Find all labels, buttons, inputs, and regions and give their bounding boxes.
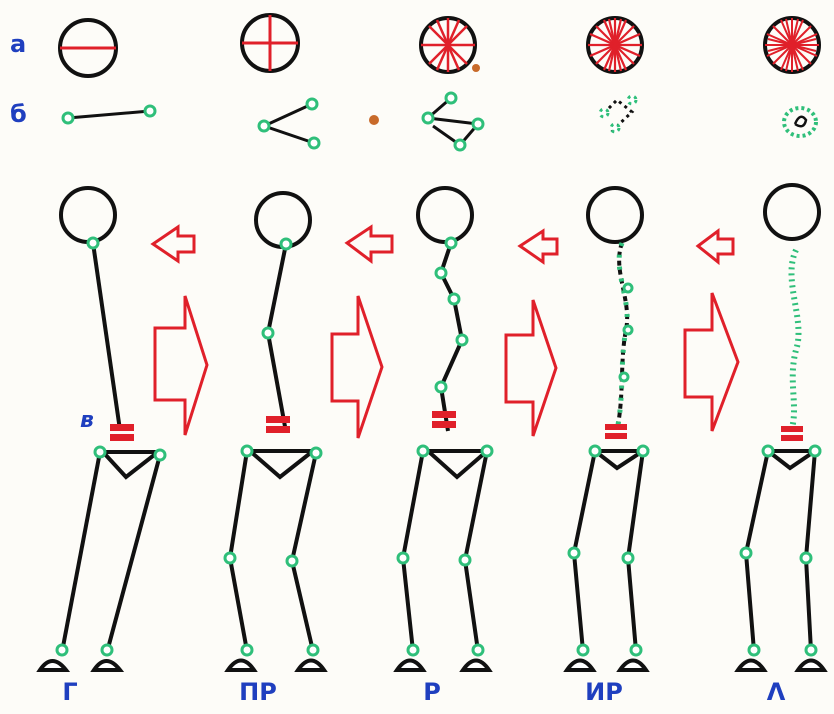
link-b-4	[598, 94, 638, 135]
arrow-right-3	[504, 299, 558, 437]
link-b-1	[61, 104, 157, 125]
vertebra-block	[266, 416, 290, 433]
circle-a-5	[763, 16, 821, 74]
column-label-r: Р	[423, 678, 441, 706]
vertebra-block	[605, 424, 627, 439]
column-g	[36, 18, 209, 672]
arrow-left-4	[695, 228, 735, 266]
arrow-left-1	[150, 224, 196, 264]
skeleton-4	[563, 186, 650, 672]
row-label-v: в	[80, 408, 94, 433]
arrow-left-2	[344, 224, 394, 264]
link-b-3	[421, 91, 485, 152]
column-r	[393, 16, 559, 672]
column-label-g: Г	[62, 678, 78, 706]
arrow-right-4	[683, 292, 740, 432]
arrow-right-2	[330, 295, 384, 439]
column-label-ir: ИР	[585, 678, 623, 706]
circle-a-4	[586, 16, 644, 74]
circle-a-2	[240, 13, 300, 73]
circle-a-3	[419, 16, 480, 74]
column-ir	[563, 16, 740, 672]
vertebra-block	[432, 411, 456, 428]
vertebra-block	[781, 426, 803, 441]
arrow-right-1	[153, 295, 209, 436]
link-b-2	[257, 97, 321, 150]
column-label-pr: ПР	[239, 678, 277, 706]
skeleton-3	[393, 186, 494, 672]
row-label-b: б	[10, 100, 27, 128]
row-label-a: а	[10, 30, 27, 58]
skeleton-1	[36, 186, 167, 672]
circle-a-1	[58, 18, 118, 78]
column-pr	[223, 13, 394, 672]
link-b-5	[782, 106, 818, 138]
skeleton-2	[223, 191, 328, 672]
column-l	[734, 16, 828, 672]
column-label-l: Λ	[766, 678, 786, 706]
smudge-1	[369, 115, 379, 125]
vertebra-block	[110, 424, 134, 441]
arrow-left-3	[517, 228, 559, 265]
skeleton-5	[734, 183, 828, 672]
